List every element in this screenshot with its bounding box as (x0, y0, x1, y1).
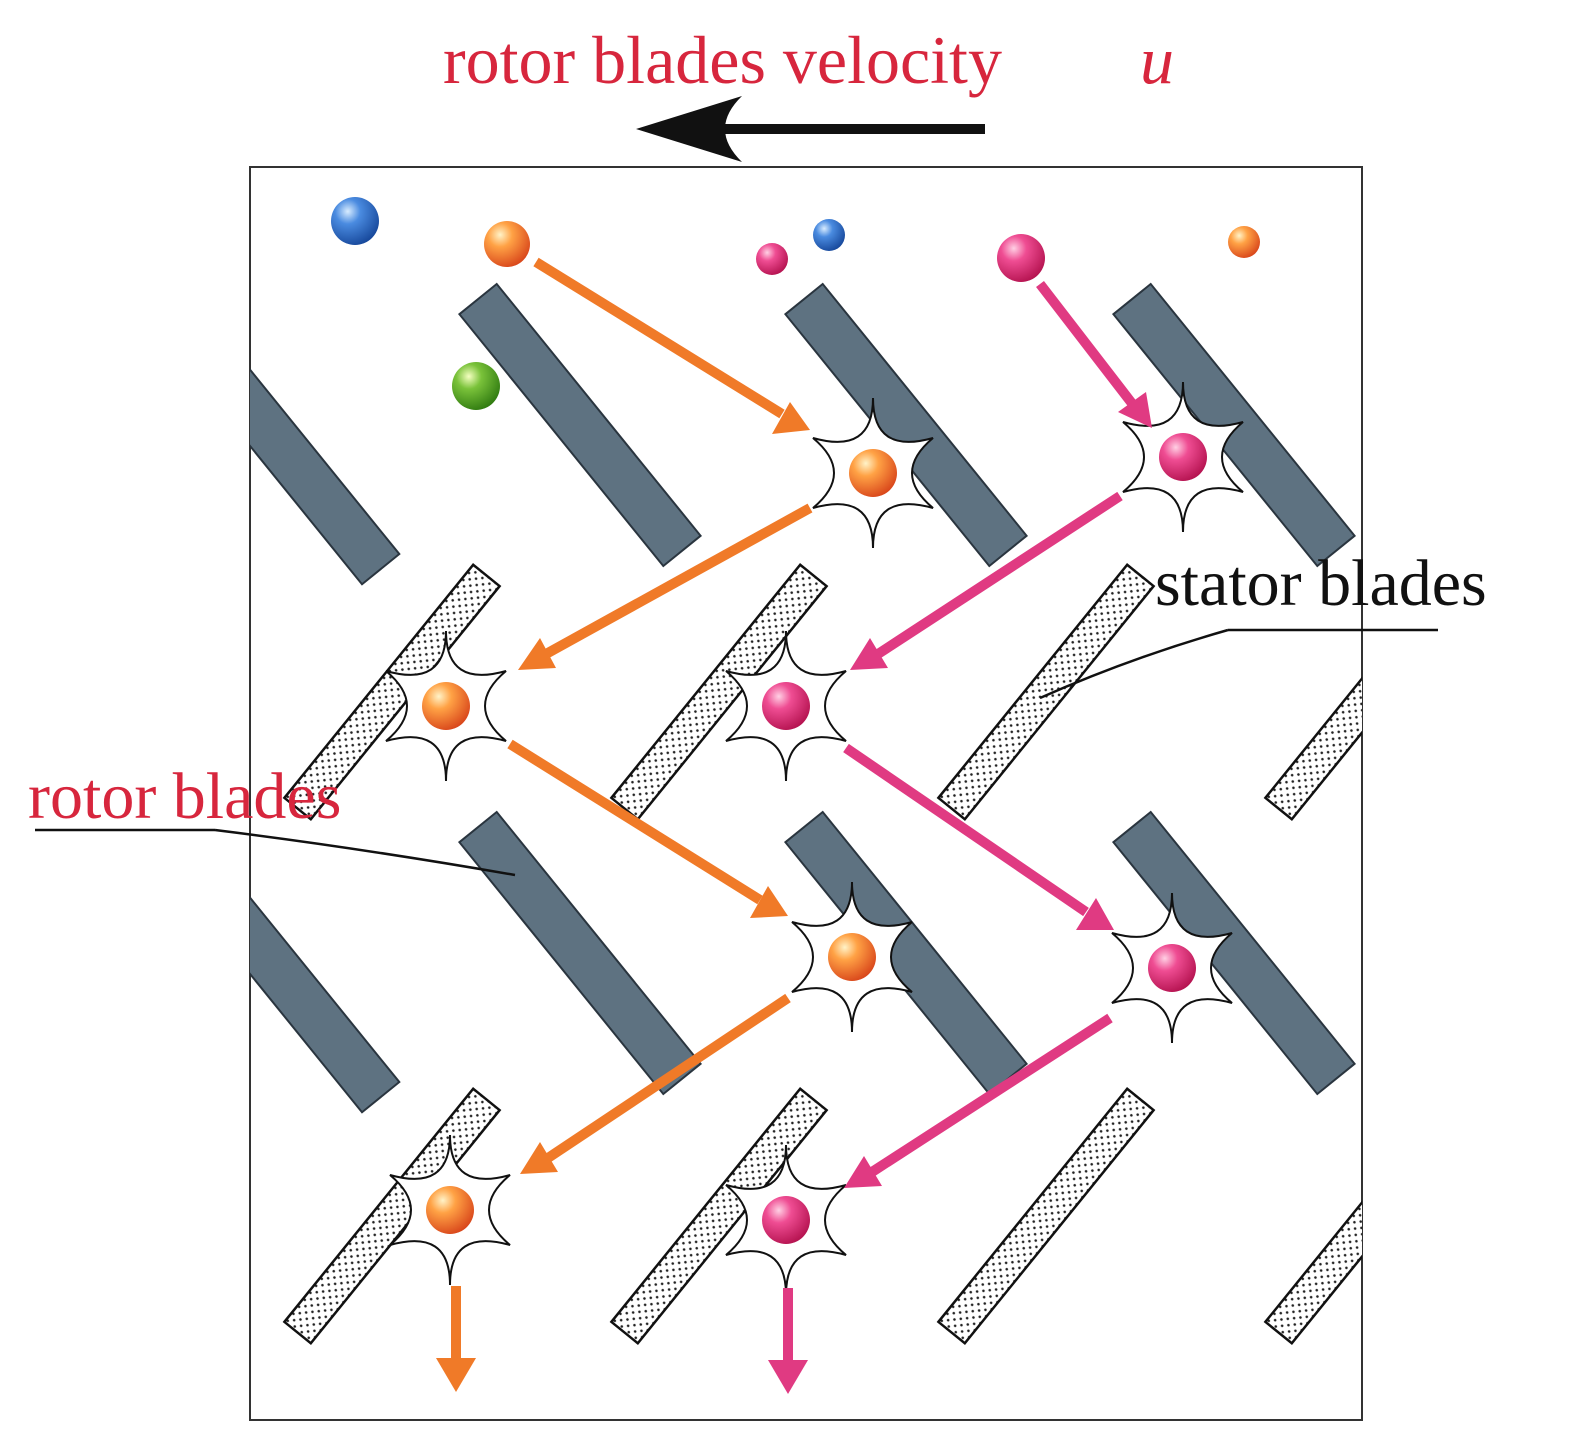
sphere-icon (1148, 944, 1196, 992)
sphere-icon (828, 933, 876, 981)
sphere-icon (813, 219, 845, 251)
sphere-icon (422, 682, 470, 730)
rotor-blade (783, 282, 1029, 568)
stator-blades (282, 562, 1362, 1346)
arrowhead-icon (850, 638, 888, 670)
stator-blade (282, 562, 502, 822)
rotor-blade (250, 886, 401, 1114)
arrowhead-icon (768, 1360, 808, 1394)
sphere-icon (331, 197, 379, 245)
stator-blade (1263, 562, 1362, 822)
sphere-icon (849, 449, 897, 497)
arrow-left-icon (636, 96, 985, 162)
rotor-blades (250, 282, 1357, 1114)
arrowhead-icon (772, 402, 810, 434)
rotor-blade (457, 810, 703, 1096)
domain-frame (249, 166, 1363, 1421)
arrowhead-icon (518, 638, 556, 670)
particles (331, 197, 1260, 1244)
stator-blade (1263, 1086, 1362, 1346)
stator-blade (936, 562, 1156, 822)
stator-leader-line (1039, 628, 1438, 700)
arrowhead-icon (1118, 392, 1152, 428)
sphere-icon (1159, 433, 1207, 481)
rotor-leader-line (35, 828, 516, 877)
arrowhead-icon (436, 1358, 476, 1392)
stator-blade (936, 1086, 1156, 1346)
arrowhead-icon (1076, 898, 1114, 930)
arrowhead-icon (844, 1156, 882, 1188)
arrowhead-icon (520, 1142, 558, 1174)
sphere-icon (762, 682, 810, 730)
sphere-icon (756, 243, 788, 275)
sphere-icon (997, 234, 1045, 282)
sphere-icon (452, 362, 500, 410)
stator-blade (609, 1086, 829, 1346)
stator-blade (609, 562, 829, 822)
sphere-icon (484, 221, 530, 267)
magenta-particle-path (768, 280, 1152, 1394)
rotor-blade (457, 282, 703, 568)
diagram-title: rotor blades velocity (443, 22, 1002, 98)
sphere-icon (762, 1196, 810, 1244)
arrowhead-icon (750, 886, 788, 918)
rotor-blade (250, 358, 401, 586)
orange-particle-path (436, 257, 813, 1392)
sphere-icon (1228, 226, 1260, 258)
sphere-icon (426, 1186, 474, 1234)
velocity-symbol: u (1140, 22, 1174, 98)
rotor-blades-label: rotor blades (28, 760, 341, 833)
stator-blades-label: stator blades (1155, 547, 1487, 620)
rotor-blade (1111, 810, 1357, 1096)
